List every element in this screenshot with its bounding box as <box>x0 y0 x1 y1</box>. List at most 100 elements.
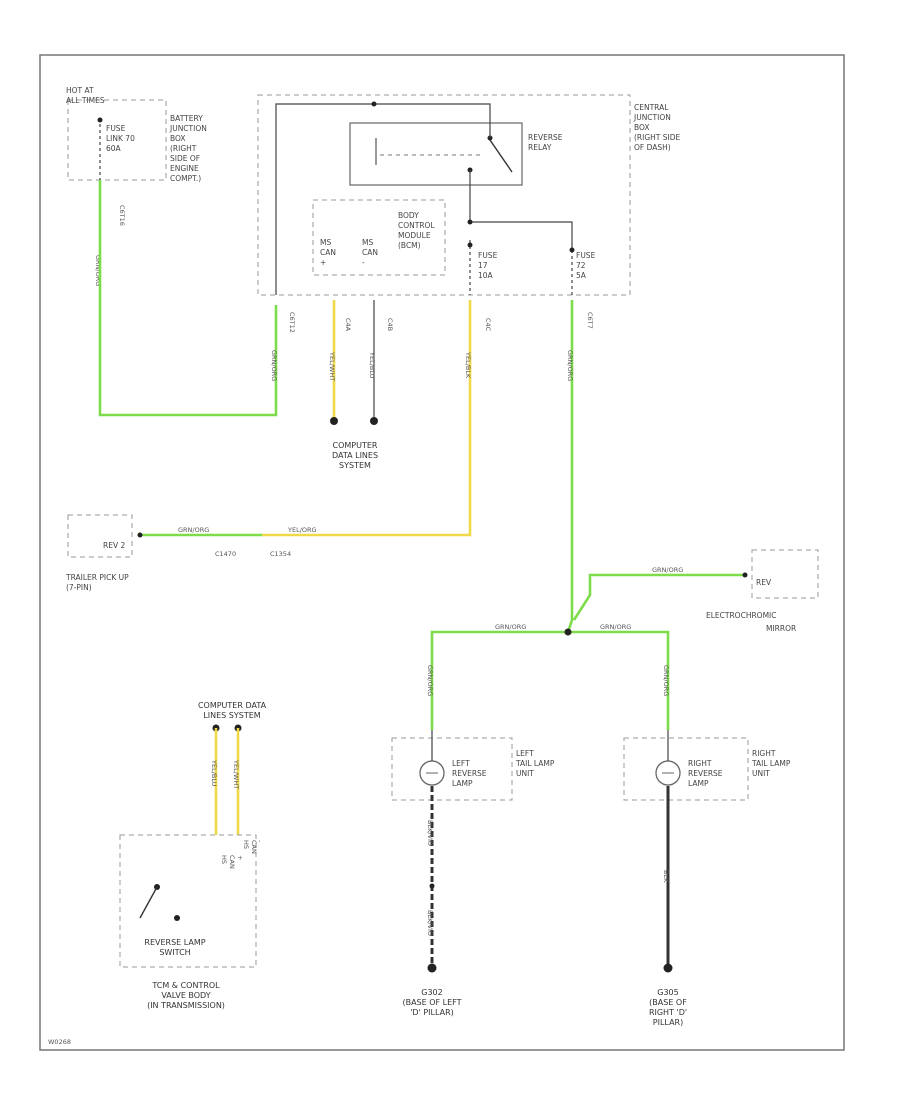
svg-text:CONTROL: CONTROL <box>398 221 435 230</box>
data-lines-label: SYSTEM <box>339 461 371 470</box>
wire-color-label: YEL/WHT <box>328 351 336 381</box>
wire-color-label: GRN/ORG <box>495 623 526 631</box>
svg-text:JUNCTION: JUNCTION <box>633 113 671 122</box>
ground-label: (BASE OF LEFT <box>402 998 461 1007</box>
fuse72-output-wire <box>566 300 574 633</box>
battery-feed-wire <box>98 180 278 417</box>
wire-color-label: YEL/BLU <box>368 351 376 379</box>
circuit-label: C6T7 <box>586 312 594 329</box>
svg-text:TAIL LAMP: TAIL LAMP <box>515 759 555 768</box>
wire-color-label: GRN/ORG <box>270 350 278 381</box>
svg-text:UNIT: UNIT <box>516 769 534 778</box>
ground-g305 <box>663 963 673 973</box>
tcm-control-valve-body: HS CAN + HS CAN - REVERSE LAMP SWITCH <box>119 834 264 968</box>
svg-text:CAN: CAN <box>228 855 236 869</box>
wire-color-label: BLK/VIO <box>426 910 434 936</box>
svg-text:MS: MS <box>362 238 373 247</box>
wire-color-label: GRN/ORG <box>566 350 574 381</box>
svg-text:TAIL LAMP: TAIL LAMP <box>751 759 791 768</box>
svg-text:REV: REV <box>756 578 772 587</box>
fuse17-output-wire <box>262 300 472 537</box>
svg-text:CAN: CAN <box>320 248 336 257</box>
connector-label: C1354 <box>270 550 291 558</box>
svg-text:LAMP: LAMP <box>452 779 473 788</box>
ground-g302 <box>427 963 437 973</box>
svg-text:LINK 70: LINK 70 <box>106 134 135 143</box>
svg-text:RIGHT: RIGHT <box>688 759 712 768</box>
svg-text:CENTRAL: CENTRAL <box>634 103 669 112</box>
data-line-terminal <box>370 417 378 425</box>
svg-text:LEFT: LEFT <box>516 749 534 758</box>
svg-text:(BCM): (BCM) <box>398 241 421 250</box>
svg-text:5A: 5A <box>576 271 587 280</box>
svg-text:-: - <box>256 840 264 843</box>
svg-text:72: 72 <box>576 261 586 270</box>
svg-text:SWITCH: SWITCH <box>159 948 190 957</box>
svg-text:TRAILER PICK UP: TRAILER PICK UP <box>65 573 129 582</box>
ground-label: G305 <box>657 988 678 997</box>
svg-text:HS: HS <box>220 855 228 864</box>
left-reverse-lamp: LEFT REVERSE LAMP LEFT TAIL LAMP UNIT <box>391 730 555 801</box>
svg-text:FUSE: FUSE <box>478 251 498 260</box>
svg-text:LEFT: LEFT <box>452 759 470 768</box>
ground-label: PILLAR) <box>653 1018 683 1027</box>
wire-color-label: GRN/ORG <box>426 665 434 696</box>
svg-text:ALL TIMES: ALL TIMES <box>66 96 105 105</box>
reverse-relay <box>349 122 523 186</box>
wire-color-label: YEL/BLK <box>464 351 472 379</box>
circuit-label: C4A <box>344 318 352 332</box>
wire-color-label: BLK <box>662 870 670 883</box>
ground-label: G302 <box>421 988 442 997</box>
central-junction-box: CENTRAL JUNCTION BOX (RIGHT SIDE OF DASH… <box>257 94 681 296</box>
svg-text:MODULE: MODULE <box>398 231 431 240</box>
ground-label: RIGHT 'D' <box>649 1008 687 1017</box>
tcm-data-lines-label: LINES SYSTEM <box>203 711 260 720</box>
svg-text:SIDE OF: SIDE OF <box>170 154 200 163</box>
wire-color-label: YEL/ORG <box>287 526 317 534</box>
svg-text:ELECTROCHROMIC: ELECTROCHROMIC <box>706 611 777 620</box>
svg-text:CAN: CAN <box>250 840 258 854</box>
ground-label: 'D' PILLAR) <box>410 1008 454 1017</box>
electrochromic-mirror: REV ELECTROCHROMIC MIRROR <box>706 549 819 633</box>
svg-text:MS: MS <box>320 238 331 247</box>
svg-text:REV 2: REV 2 <box>103 541 125 550</box>
wire-color-label: YEL/WHT <box>232 759 240 789</box>
wire-color-label: GRN/ORG <box>178 526 209 534</box>
svg-text:RELAY: RELAY <box>528 143 552 152</box>
wire-color-label: GRN/ORG <box>94 255 102 286</box>
wire-color-label: GRN/ORG <box>662 665 670 696</box>
splice-point <box>564 628 572 636</box>
data-lines-label: DATA LINES <box>332 451 378 460</box>
data-lines-label: COMPUTER <box>333 441 378 450</box>
svg-text:JUNCTION: JUNCTION <box>169 124 207 133</box>
svg-text:+: + <box>320 258 326 267</box>
svg-text:HS: HS <box>242 840 250 849</box>
svg-text:17: 17 <box>478 261 488 270</box>
tcm-data-lines-label: COMPUTER DATA <box>198 701 267 710</box>
circuit-label: C6T12 <box>288 312 296 333</box>
svg-text:60A: 60A <box>106 144 122 153</box>
mirror-feed-wire <box>572 573 745 621</box>
svg-text:-: - <box>362 258 365 267</box>
splice-wire <box>430 630 670 730</box>
svg-text:LAMP: LAMP <box>688 779 709 788</box>
diagram-code: W0268 <box>48 1038 71 1046</box>
svg-text:BOX: BOX <box>170 134 186 143</box>
trailer-connector: REV 2 TRAILER PICK UP (7-PIN) <box>65 514 133 592</box>
circuit-label: C4B <box>386 318 394 331</box>
svg-text:BODY: BODY <box>398 211 419 220</box>
tcm-label: (IN TRANSMISSION) <box>147 1001 225 1010</box>
svg-text:10A: 10A <box>478 271 494 280</box>
svg-text:REVERSE: REVERSE <box>528 133 563 142</box>
svg-text:FUSE: FUSE <box>576 251 596 260</box>
svg-text:(RIGHT: (RIGHT <box>170 144 197 153</box>
data-line-terminal <box>330 417 338 425</box>
svg-text:UNIT: UNIT <box>752 769 770 778</box>
wire-color-label: GRN/ORG <box>652 566 683 574</box>
svg-text:ENGINE: ENGINE <box>170 164 199 173</box>
svg-text:BATTERY: BATTERY <box>170 114 203 123</box>
wire-color-label: BLK/VIO <box>426 820 434 846</box>
svg-text:FUSE: FUSE <box>106 124 126 133</box>
connector-label: C1470 <box>215 550 236 558</box>
